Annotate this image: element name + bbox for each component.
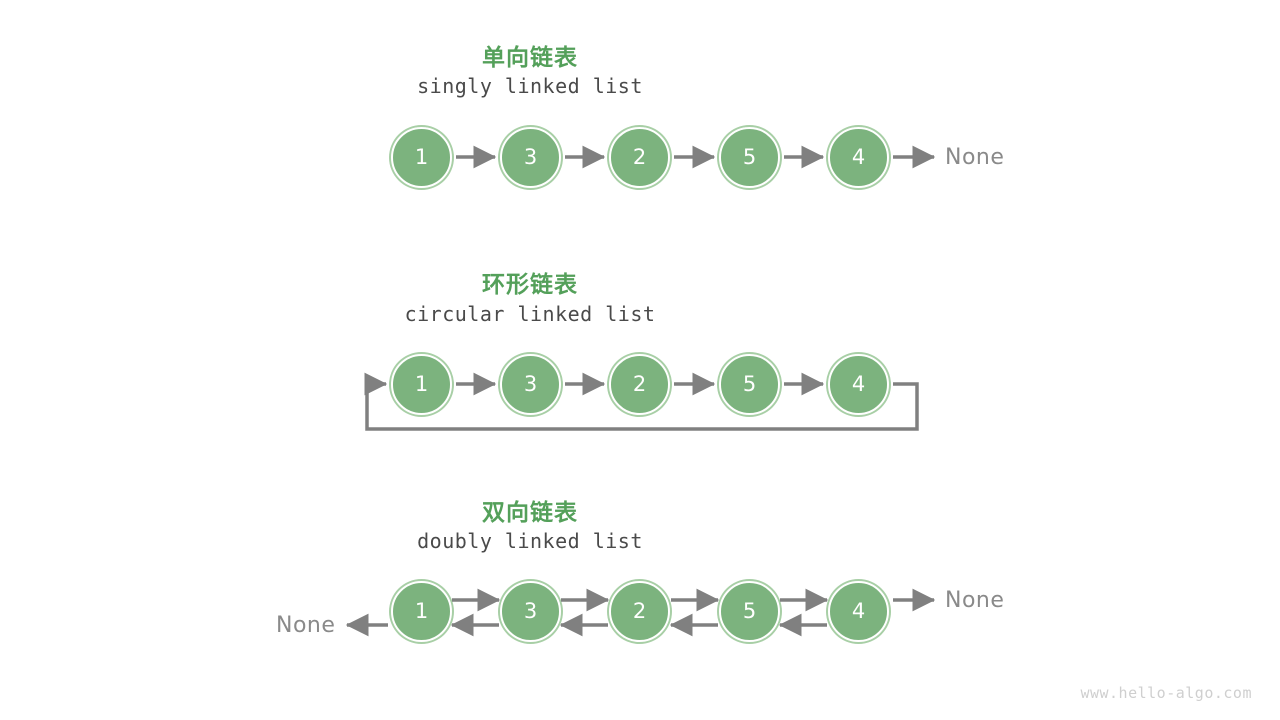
- singly-subtitle-block: singly linked list: [0, 74, 1060, 98]
- watermark: www.hello-algo.com: [1080, 684, 1252, 702]
- circular-node-1: 3: [500, 354, 561, 415]
- doubly-title-block: 双向链表: [0, 493, 1060, 527]
- node-value: 5: [742, 145, 757, 169]
- doubly-node-0: 1: [391, 581, 452, 642]
- doubly-section-title: 双向链表: [482, 500, 578, 526]
- circular-node-0: 1: [391, 354, 452, 415]
- circular-node-4: 4: [828, 354, 889, 415]
- node-value: 1: [414, 599, 429, 623]
- singly-node-4: 4: [828, 127, 889, 188]
- doubly-node-4: 4: [828, 581, 889, 642]
- node-value: 1: [414, 145, 429, 169]
- singly-node-2: 2: [609, 127, 670, 188]
- circular-node-3: 5: [719, 354, 780, 415]
- node-value: 3: [523, 599, 538, 623]
- node-value: 3: [523, 145, 538, 169]
- singly-title-block: 单向链表: [0, 38, 1060, 72]
- node-value: 3: [523, 372, 538, 396]
- circular-subtitle-block: circular linked list: [0, 302, 1060, 326]
- node-value: 5: [742, 599, 757, 623]
- singly-node-0: 1: [391, 127, 452, 188]
- circular-section-title: 环形链表: [482, 272, 578, 298]
- node-value: 5: [742, 372, 757, 396]
- doubly-tail-none-label: None: [945, 588, 1005, 613]
- circular-section-subtitle: circular linked list: [404, 302, 656, 326]
- node-value: 4: [851, 145, 866, 169]
- singly-node-3: 5: [719, 127, 780, 188]
- node-value: 2: [632, 372, 647, 396]
- node-value: 2: [632, 599, 647, 623]
- singly-node-1: 3: [500, 127, 561, 188]
- node-value: 4: [851, 599, 866, 623]
- doubly-section-subtitle: doubly linked list: [417, 529, 643, 553]
- singly-section-title: 单向链表: [482, 45, 578, 71]
- doubly-subtitle-block: doubly linked list: [0, 529, 1060, 553]
- doubly-node-2: 2: [609, 581, 670, 642]
- doubly-node-3: 4 5: [719, 581, 780, 642]
- node-value: 1: [414, 372, 429, 396]
- singly-section-subtitle: singly linked list: [417, 74, 643, 98]
- doubly-head-none-label: None: [276, 613, 336, 638]
- doubly-node-1: 3: [500, 581, 561, 642]
- circular-node-2: 2: [609, 354, 670, 415]
- node-value: 2: [632, 145, 647, 169]
- node-value: 4: [851, 372, 866, 396]
- singly-tail-none-label: None: [945, 145, 1005, 170]
- circular-title-block: 环形链表: [0, 265, 1060, 299]
